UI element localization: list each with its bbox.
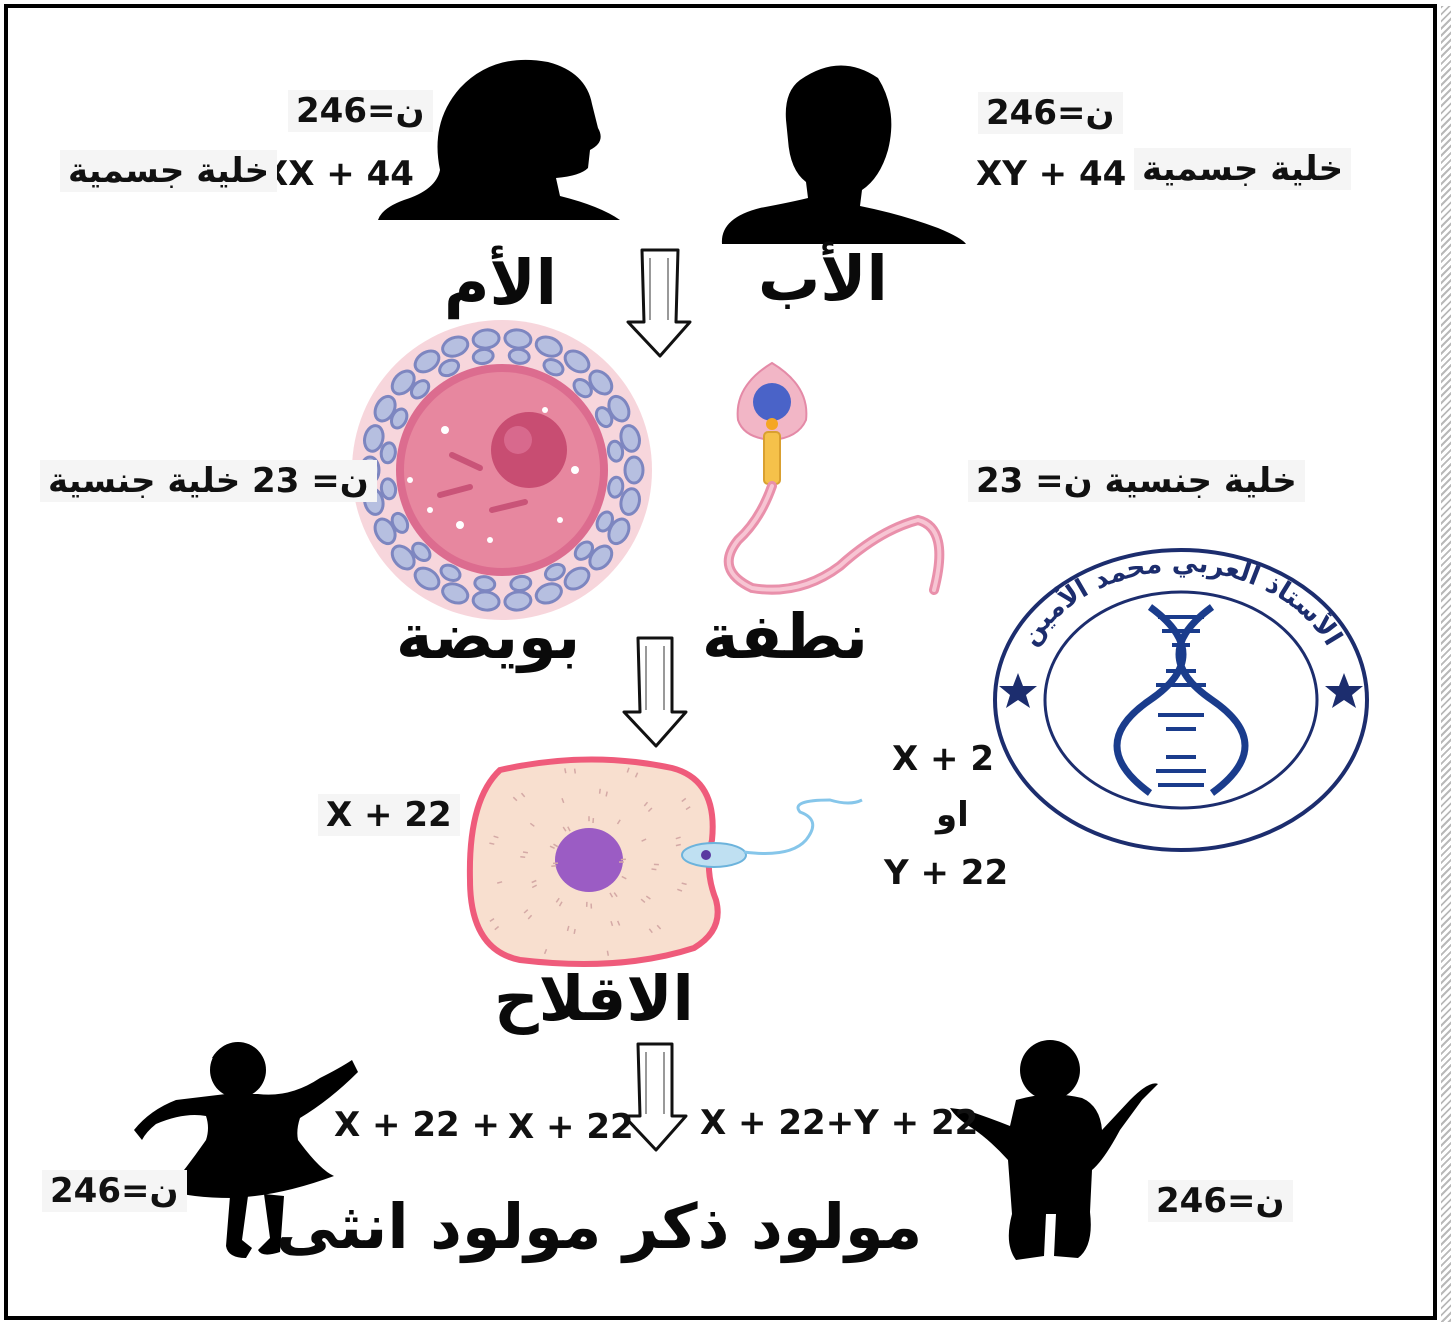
girl-diploid-number: 2ن=46: [42, 1170, 187, 1212]
fertilization-title: الاقلاح: [494, 968, 694, 1030]
egg-label: ن= 23 خلية جنسية: [40, 460, 377, 502]
father-title: الأب: [758, 248, 888, 310]
dna-helix-icon: [1117, 607, 1245, 793]
cytoplasm-speck: [607, 951, 608, 956]
follicle-cell: [625, 457, 643, 483]
author-logo: الأستاذ العربي محمد الأمين: [990, 545, 1372, 855]
offspring-title: مولود ذكر مولود انثى: [276, 1196, 922, 1258]
father-somatic-label: خلية جسمية: [1134, 148, 1351, 190]
cytoplasm-speck: [574, 929, 575, 934]
mother-title: الأم: [444, 252, 557, 314]
star-icon: [1325, 673, 1363, 708]
arrow-down-icon: [628, 250, 690, 356]
cytoplasm-speck: [575, 769, 576, 774]
cytoplasm-speck: [600, 789, 601, 794]
sperm-title: نطفة: [702, 606, 868, 668]
father-diploid-number: 2ن=46: [978, 92, 1123, 134]
mother-somatic-label: خلية جسمية: [60, 150, 277, 192]
zygote-illustration: [470, 759, 862, 964]
boy-silhouette: [950, 1040, 1158, 1260]
cytoplasm-speck: [520, 857, 525, 858]
girl-formula-a: X + 22 +: [334, 1108, 500, 1142]
cytoplasm-speck: [652, 869, 657, 870]
star-icon: [999, 673, 1037, 708]
egg-chromosomes: X + 22: [318, 794, 460, 836]
boy-formula: X + 22+Y + 22: [700, 1106, 978, 1140]
cytoplasm-speck: [551, 866, 556, 867]
sperm-cell-illustration: [729, 363, 940, 590]
or-word: او: [936, 798, 969, 832]
girl-formula-b: X + 22: [508, 1110, 634, 1144]
boy-diploid-number: 2ن=46: [1148, 1180, 1293, 1222]
sperm-option-y: Y + 22: [884, 856, 1008, 890]
father-silhouette: [722, 65, 966, 244]
cytoplasm-speck: [565, 768, 566, 773]
mother-silhouette: [378, 60, 620, 220]
father-chromosomes: XY + 44: [976, 157, 1126, 191]
logo-inner-ring: [1045, 592, 1317, 808]
egg-title: بويضة: [396, 606, 580, 668]
mother-diploid-number: 2ن=46: [288, 90, 433, 132]
egg-cell-illustration: [352, 320, 652, 620]
mother-chromosomes: XX + 44: [262, 157, 414, 191]
cytoplasm-speck: [523, 852, 528, 853]
sperm-option-x: X + 2: [892, 742, 994, 776]
arrow-down-icon: [624, 638, 686, 746]
sperm-label: خلية جنسية ن= 23: [968, 460, 1305, 502]
